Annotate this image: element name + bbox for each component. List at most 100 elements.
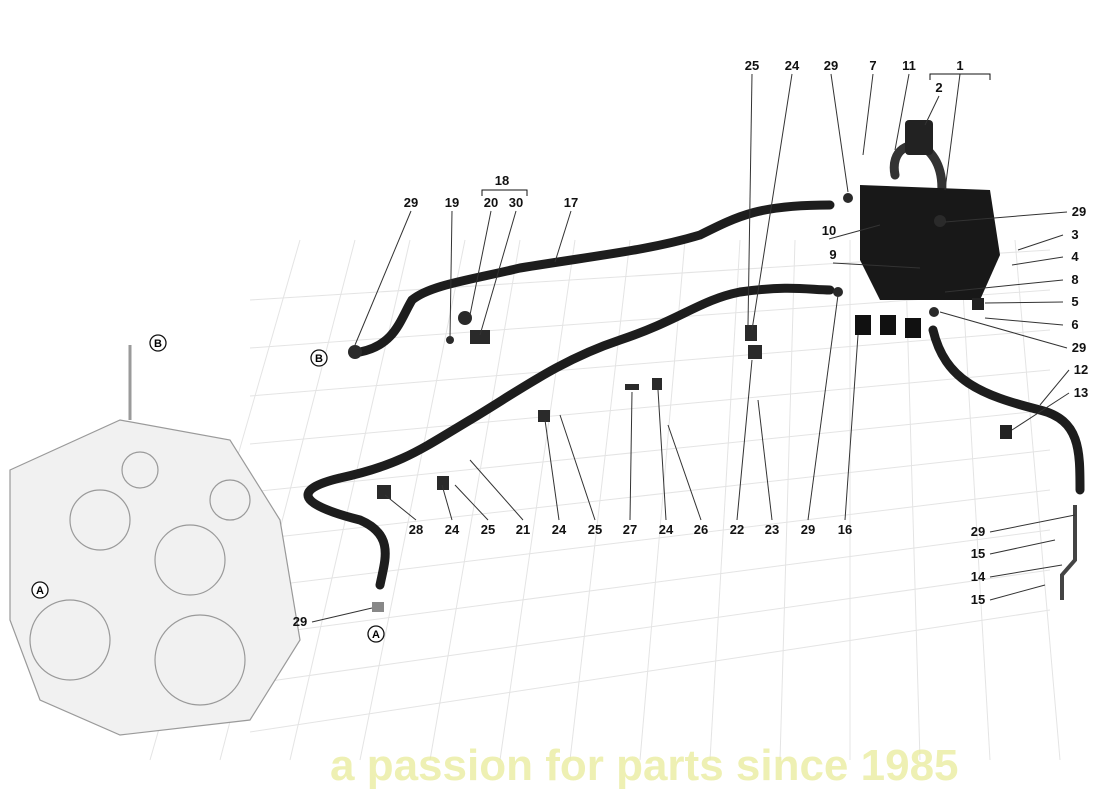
leader-line [441, 484, 453, 521]
hose-12 [928, 325, 1085, 495]
leader-line [924, 95, 940, 126]
leader-line [989, 564, 1063, 578]
part-number-label: 22 [730, 522, 744, 537]
part-number-label: 6 [1071, 317, 1078, 332]
view-callout-b: B [310, 349, 328, 367]
part-number-label: 13 [1074, 385, 1088, 400]
part-number-label: 29 [1072, 340, 1086, 355]
part-number-label: 15 [971, 592, 985, 607]
hose-17 [355, 200, 835, 357]
small-parts [348, 193, 946, 612]
leader-line [559, 414, 596, 521]
svg-text:A: A [372, 629, 380, 641]
view-callout-a: A [31, 581, 49, 599]
part-number-label: 29 [824, 58, 838, 73]
leader-line [894, 73, 910, 151]
expansion-tank [855, 120, 1077, 600]
part-number-label: 25 [481, 522, 495, 537]
part-number-label: 30 [509, 195, 523, 210]
part-number-label: 2 [935, 80, 942, 95]
part-number-label: 29 [404, 195, 418, 210]
leader-line [939, 311, 1068, 349]
leader-line [844, 334, 859, 521]
leader-line [989, 584, 1046, 601]
part-number-label: 3 [1071, 227, 1078, 242]
leader-line [832, 262, 921, 269]
leader-line [544, 419, 560, 521]
leader-line [311, 607, 373, 623]
leader-line [736, 359, 753, 521]
part-number-label: 24 [785, 58, 800, 73]
part-number-label: 5 [1071, 294, 1078, 309]
leader-line [989, 514, 1076, 533]
part-number-label: 8 [1071, 272, 1078, 287]
part-number-label: 23 [765, 522, 779, 537]
part-number-label: 24 [659, 522, 674, 537]
part-number-label: 20 [484, 195, 498, 210]
leader-line [449, 210, 453, 339]
leader-line [384, 494, 417, 521]
leader-line [751, 73, 793, 331]
part-number-label: 29 [1072, 204, 1086, 219]
part-number-label: 18 [495, 173, 509, 188]
leader-line [1011, 256, 1064, 266]
leader-line [944, 73, 961, 191]
leader-line [657, 389, 667, 521]
part-number-label: 28 [409, 522, 423, 537]
floor-grid [149, 239, 1061, 761]
leader-line [354, 210, 412, 346]
leader-line [1017, 234, 1064, 251]
part-number-label: 29 [801, 522, 815, 537]
part-number-label: 25 [745, 58, 759, 73]
view-callout-a: A [367, 625, 385, 643]
part-number-label: 15 [971, 546, 985, 561]
leader-line [629, 391, 633, 521]
leader-line [469, 210, 492, 316]
part-number-label: 21 [516, 522, 530, 537]
watermark: a passion for parts since 1985 [330, 741, 959, 790]
part-number-label: 19 [445, 195, 459, 210]
leader-line [828, 224, 881, 240]
leader-line [1011, 392, 1070, 431]
part-number-label: 11 [902, 58, 916, 73]
part-number-label: 29 [293, 614, 307, 629]
leader-line [830, 73, 849, 193]
part-number-label: 24 [445, 522, 460, 537]
leader-line [479, 210, 517, 336]
leader-line [667, 424, 702, 521]
leader-line [989, 539, 1056, 555]
part-number-label: 1 [956, 58, 963, 73]
leader-line [984, 317, 1064, 326]
part-number-label: 4 [1071, 249, 1079, 264]
svg-text:B: B [154, 338, 162, 350]
leader-lines [311, 73, 1076, 623]
leader-line [454, 484, 489, 521]
leader-line [862, 73, 874, 156]
part-number-label: 26 [694, 522, 708, 537]
hose-21 [303, 283, 835, 590]
part-number-label: 17 [564, 195, 578, 210]
part-number-label: 27 [623, 522, 637, 537]
leader-line [757, 399, 773, 521]
leader-line [1039, 369, 1070, 406]
part-number-label: 24 [552, 522, 567, 537]
part-number-label: 12 [1074, 362, 1088, 377]
svg-text:B: B [315, 353, 323, 365]
part-number-label: 14 [971, 569, 986, 584]
leader-line [747, 73, 753, 326]
bracket-1 [929, 73, 991, 80]
part-number-label: 9 [829, 247, 836, 262]
part-number-label: 16 [838, 522, 852, 537]
leader-line [807, 294, 839, 521]
leader-line [944, 279, 1064, 293]
view-callout-b: B [149, 334, 167, 352]
leader-line [944, 211, 1068, 223]
part-number-label: 25 [588, 522, 602, 537]
bracket-18 [481, 189, 528, 196]
leader-line [469, 459, 524, 521]
part-number-label: 10 [822, 223, 836, 238]
engine-block [9, 345, 301, 736]
svg-text:A: A [36, 585, 44, 597]
